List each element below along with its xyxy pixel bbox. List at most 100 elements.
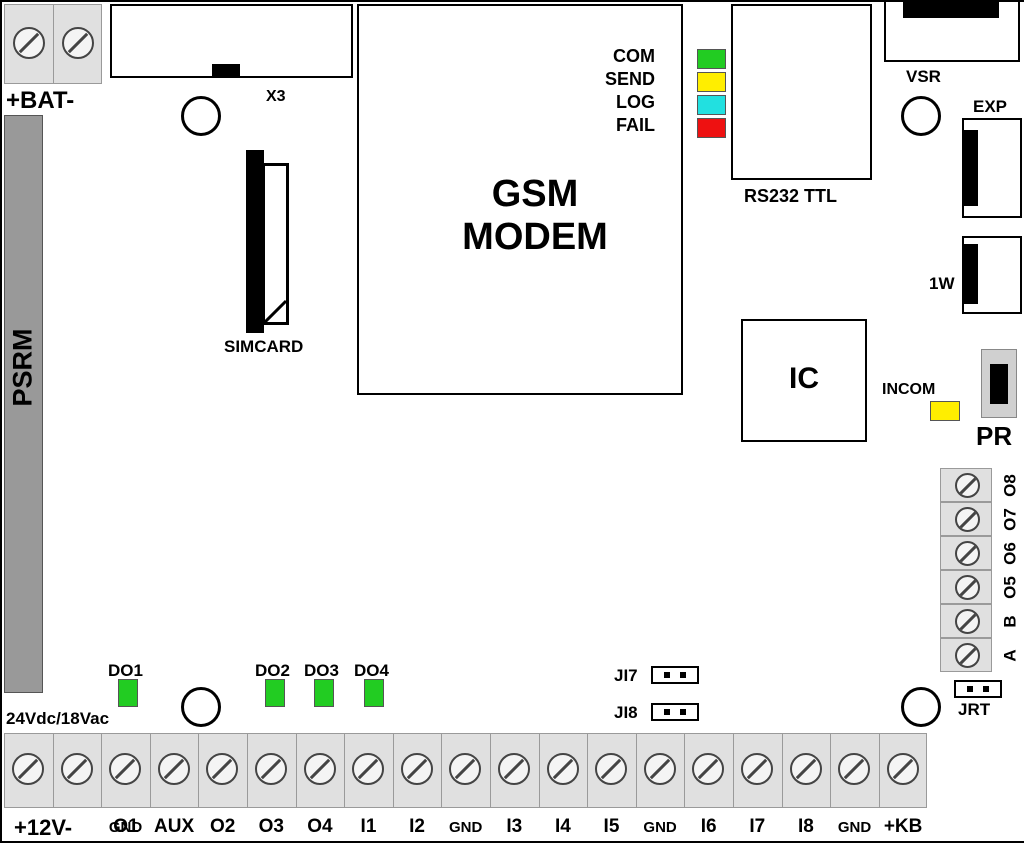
screw-icon <box>692 753 725 785</box>
screw-icon <box>955 575 980 600</box>
screw-icon <box>400 753 433 785</box>
rs232-label: RS232 TTL <box>744 186 838 206</box>
jrt-label: JRT <box>958 700 991 719</box>
screw-icon <box>12 753 44 785</box>
bottom-terminal-label: GND <box>108 819 143 836</box>
terminal-divider <box>52 733 54 808</box>
bottom-terminal-label: I4 <box>554 816 571 837</box>
screw-icon <box>643 753 676 785</box>
bottom-terminal-label: O2 <box>210 816 236 837</box>
bottom-terminal-label: +12V- <box>14 815 73 840</box>
ic-label: IC <box>789 362 819 395</box>
screw-icon <box>955 609 980 634</box>
pr-switch[interactable] <box>981 349 1017 418</box>
mounting-hole-bottom-left <box>181 687 221 727</box>
screw-icon <box>352 753 385 785</box>
terminal-divider <box>878 733 880 808</box>
ic-chip <box>741 319 867 442</box>
onewire-label: 1W <box>929 274 955 293</box>
output-led <box>265 679 285 707</box>
jrt-jumper[interactable] <box>954 680 1002 698</box>
screw-icon <box>60 753 93 785</box>
bottom-terminal-label: GND <box>837 819 872 836</box>
vsr-label: VSR <box>906 67 941 86</box>
output-led-label: DO4 <box>354 661 389 680</box>
screw-icon <box>838 753 871 785</box>
side-terminal <box>940 638 992 672</box>
side-terminal <box>940 570 992 604</box>
output-led-label: DO3 <box>304 661 339 680</box>
ji8-label: JI8 <box>614 703 638 722</box>
terminal-divider <box>781 733 783 808</box>
output-led <box>314 679 334 707</box>
screw-icon <box>886 753 919 785</box>
terminal-divider <box>198 733 200 808</box>
pr-switch-lever[interactable] <box>990 364 1008 404</box>
terminal-divider <box>538 733 540 808</box>
screw-icon <box>789 753 822 785</box>
output-led-label: DO1 <box>108 661 143 680</box>
incom-label: INCOM <box>882 381 936 398</box>
rs232-ttl-connector <box>731 4 872 180</box>
terminal-divider <box>247 733 248 808</box>
bottom-terminal-label: O4 <box>307 816 333 837</box>
screw-icon <box>741 753 773 785</box>
terminal-divider <box>635 733 637 808</box>
bottom-terminal-label: I2 <box>409 816 426 837</box>
screw-icon <box>206 753 239 785</box>
psrm-label: PSRM <box>7 328 38 407</box>
simcard-holder <box>262 163 289 325</box>
simcard-notch-icon <box>265 299 286 322</box>
bottom-terminal-label: GND <box>643 819 677 836</box>
terminal-divider <box>53 5 54 83</box>
battery-plus-screw-icon <box>13 27 45 59</box>
battery-minus-screw-icon <box>62 27 94 59</box>
bottom-terminal-label: O3 <box>258 816 284 837</box>
status-led-label: COM <box>613 46 655 66</box>
terminal-divider <box>490 733 491 808</box>
screw-icon <box>955 507 980 532</box>
incom-led <box>930 401 960 421</box>
bottom-terminal-label: I3 <box>506 816 523 837</box>
mounting-hole-top-right <box>901 96 941 136</box>
status-led-label: LOG <box>616 92 655 112</box>
bottom-terminal-label: I7 <box>749 816 766 837</box>
screw-icon <box>255 753 287 785</box>
terminal-divider <box>392 733 394 808</box>
status-led <box>697 72 726 92</box>
bottom-terminal-label: O1 <box>113 816 139 837</box>
screw-icon <box>955 473 980 498</box>
gsm-modem-line1: GSM <box>491 173 579 215</box>
vsr-contact-strip <box>903 2 999 18</box>
status-led <box>697 118 726 138</box>
screw-icon <box>109 753 142 785</box>
output-led-label: DO2 <box>255 661 290 680</box>
battery-terminal <box>4 4 102 84</box>
bottom-terminal-label: +KB <box>883 816 923 837</box>
screw-icon <box>157 753 190 785</box>
bottom-terminal-label: AUX <box>154 816 195 837</box>
status-led-label: SEND <box>604 69 655 89</box>
terminal-divider <box>149 733 151 808</box>
terminal-divider <box>684 733 686 808</box>
ji7-jumper[interactable] <box>651 666 699 684</box>
x3-label: X3 <box>266 88 286 105</box>
screw-icon <box>955 541 980 566</box>
simcard-slot <box>246 150 264 333</box>
screw-icon <box>955 643 980 668</box>
side-terminal <box>940 468 992 502</box>
side-terminal <box>940 604 992 638</box>
screw-icon <box>498 753 530 785</box>
ji8-jumper[interactable] <box>651 703 699 721</box>
output-led <box>118 679 138 707</box>
screw-icon <box>303 753 336 785</box>
status-led <box>697 49 726 69</box>
simcard-label: SIMCARD <box>224 337 304 356</box>
terminal-divider <box>830 733 832 808</box>
battery-label: +BAT- <box>6 87 75 114</box>
pr-label: PR <box>976 421 1013 451</box>
screw-icon <box>546 753 579 785</box>
terminal-divider <box>344 733 346 808</box>
bottom-terminal-label: I8 <box>797 816 814 837</box>
side-terminal <box>940 502 992 536</box>
